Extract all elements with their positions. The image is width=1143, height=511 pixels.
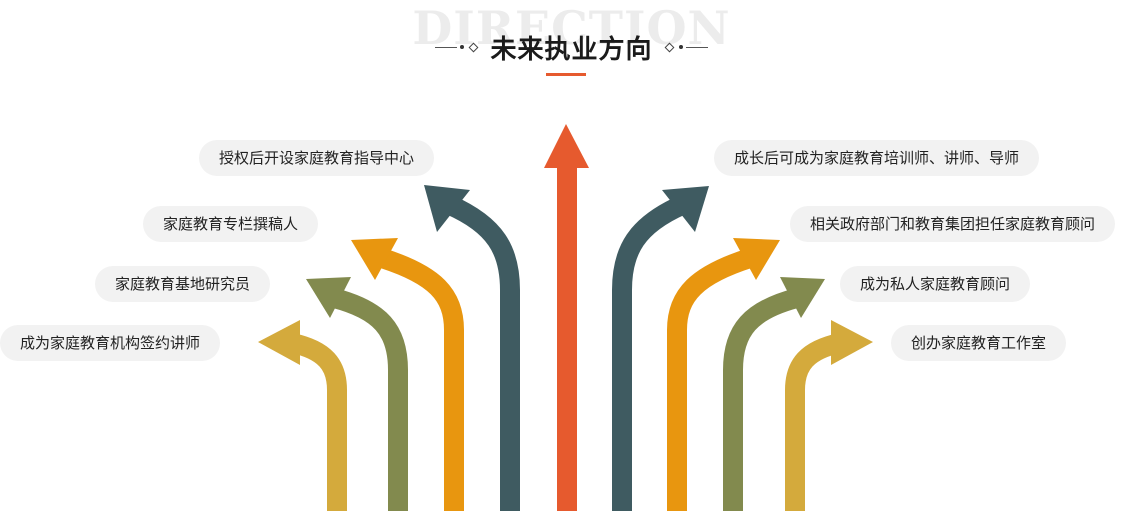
arrow-right-mustard-icon xyxy=(785,320,873,511)
arrow-left-slate-icon xyxy=(424,185,520,511)
title-ornament-right-icon xyxy=(663,42,708,52)
section-header: 未来执业方向 xyxy=(0,24,1143,70)
arrow-left-olive-icon xyxy=(306,277,408,511)
title-underline xyxy=(546,73,586,76)
left-direction-item: 成为家庭教育机构签约讲师 xyxy=(0,325,221,361)
arrow-center-orange-icon xyxy=(544,124,589,511)
left-direction-item: 家庭教育专栏撰稿人 xyxy=(143,206,319,242)
left-direction-item: 家庭教育基地研究员 xyxy=(95,266,271,302)
section-title: 未来执业方向 xyxy=(490,34,653,65)
arrow-right-slate-icon xyxy=(612,186,709,511)
right-direction-item: 成为私人家庭教育顾问 xyxy=(840,266,1031,302)
left-direction-item: 授权后开设家庭教育指导中心 xyxy=(199,140,435,176)
arrow-right-olive-icon xyxy=(723,277,825,511)
arrow-left-amber-icon xyxy=(351,238,464,511)
right-direction-item: 创办家庭教育工作室 xyxy=(891,325,1067,361)
background-watermark: DIRECTION xyxy=(412,1,731,55)
right-direction-item: 相关政府部门和教育集团担任家庭教育顾问 xyxy=(790,206,1116,242)
arrow-left-mustard-icon xyxy=(258,320,347,511)
title-ornament-left-icon xyxy=(435,42,480,52)
arrow-right-amber-icon xyxy=(667,238,780,511)
right-direction-item: 成长后可成为家庭教育培训师、讲师、导师 xyxy=(714,140,1040,176)
